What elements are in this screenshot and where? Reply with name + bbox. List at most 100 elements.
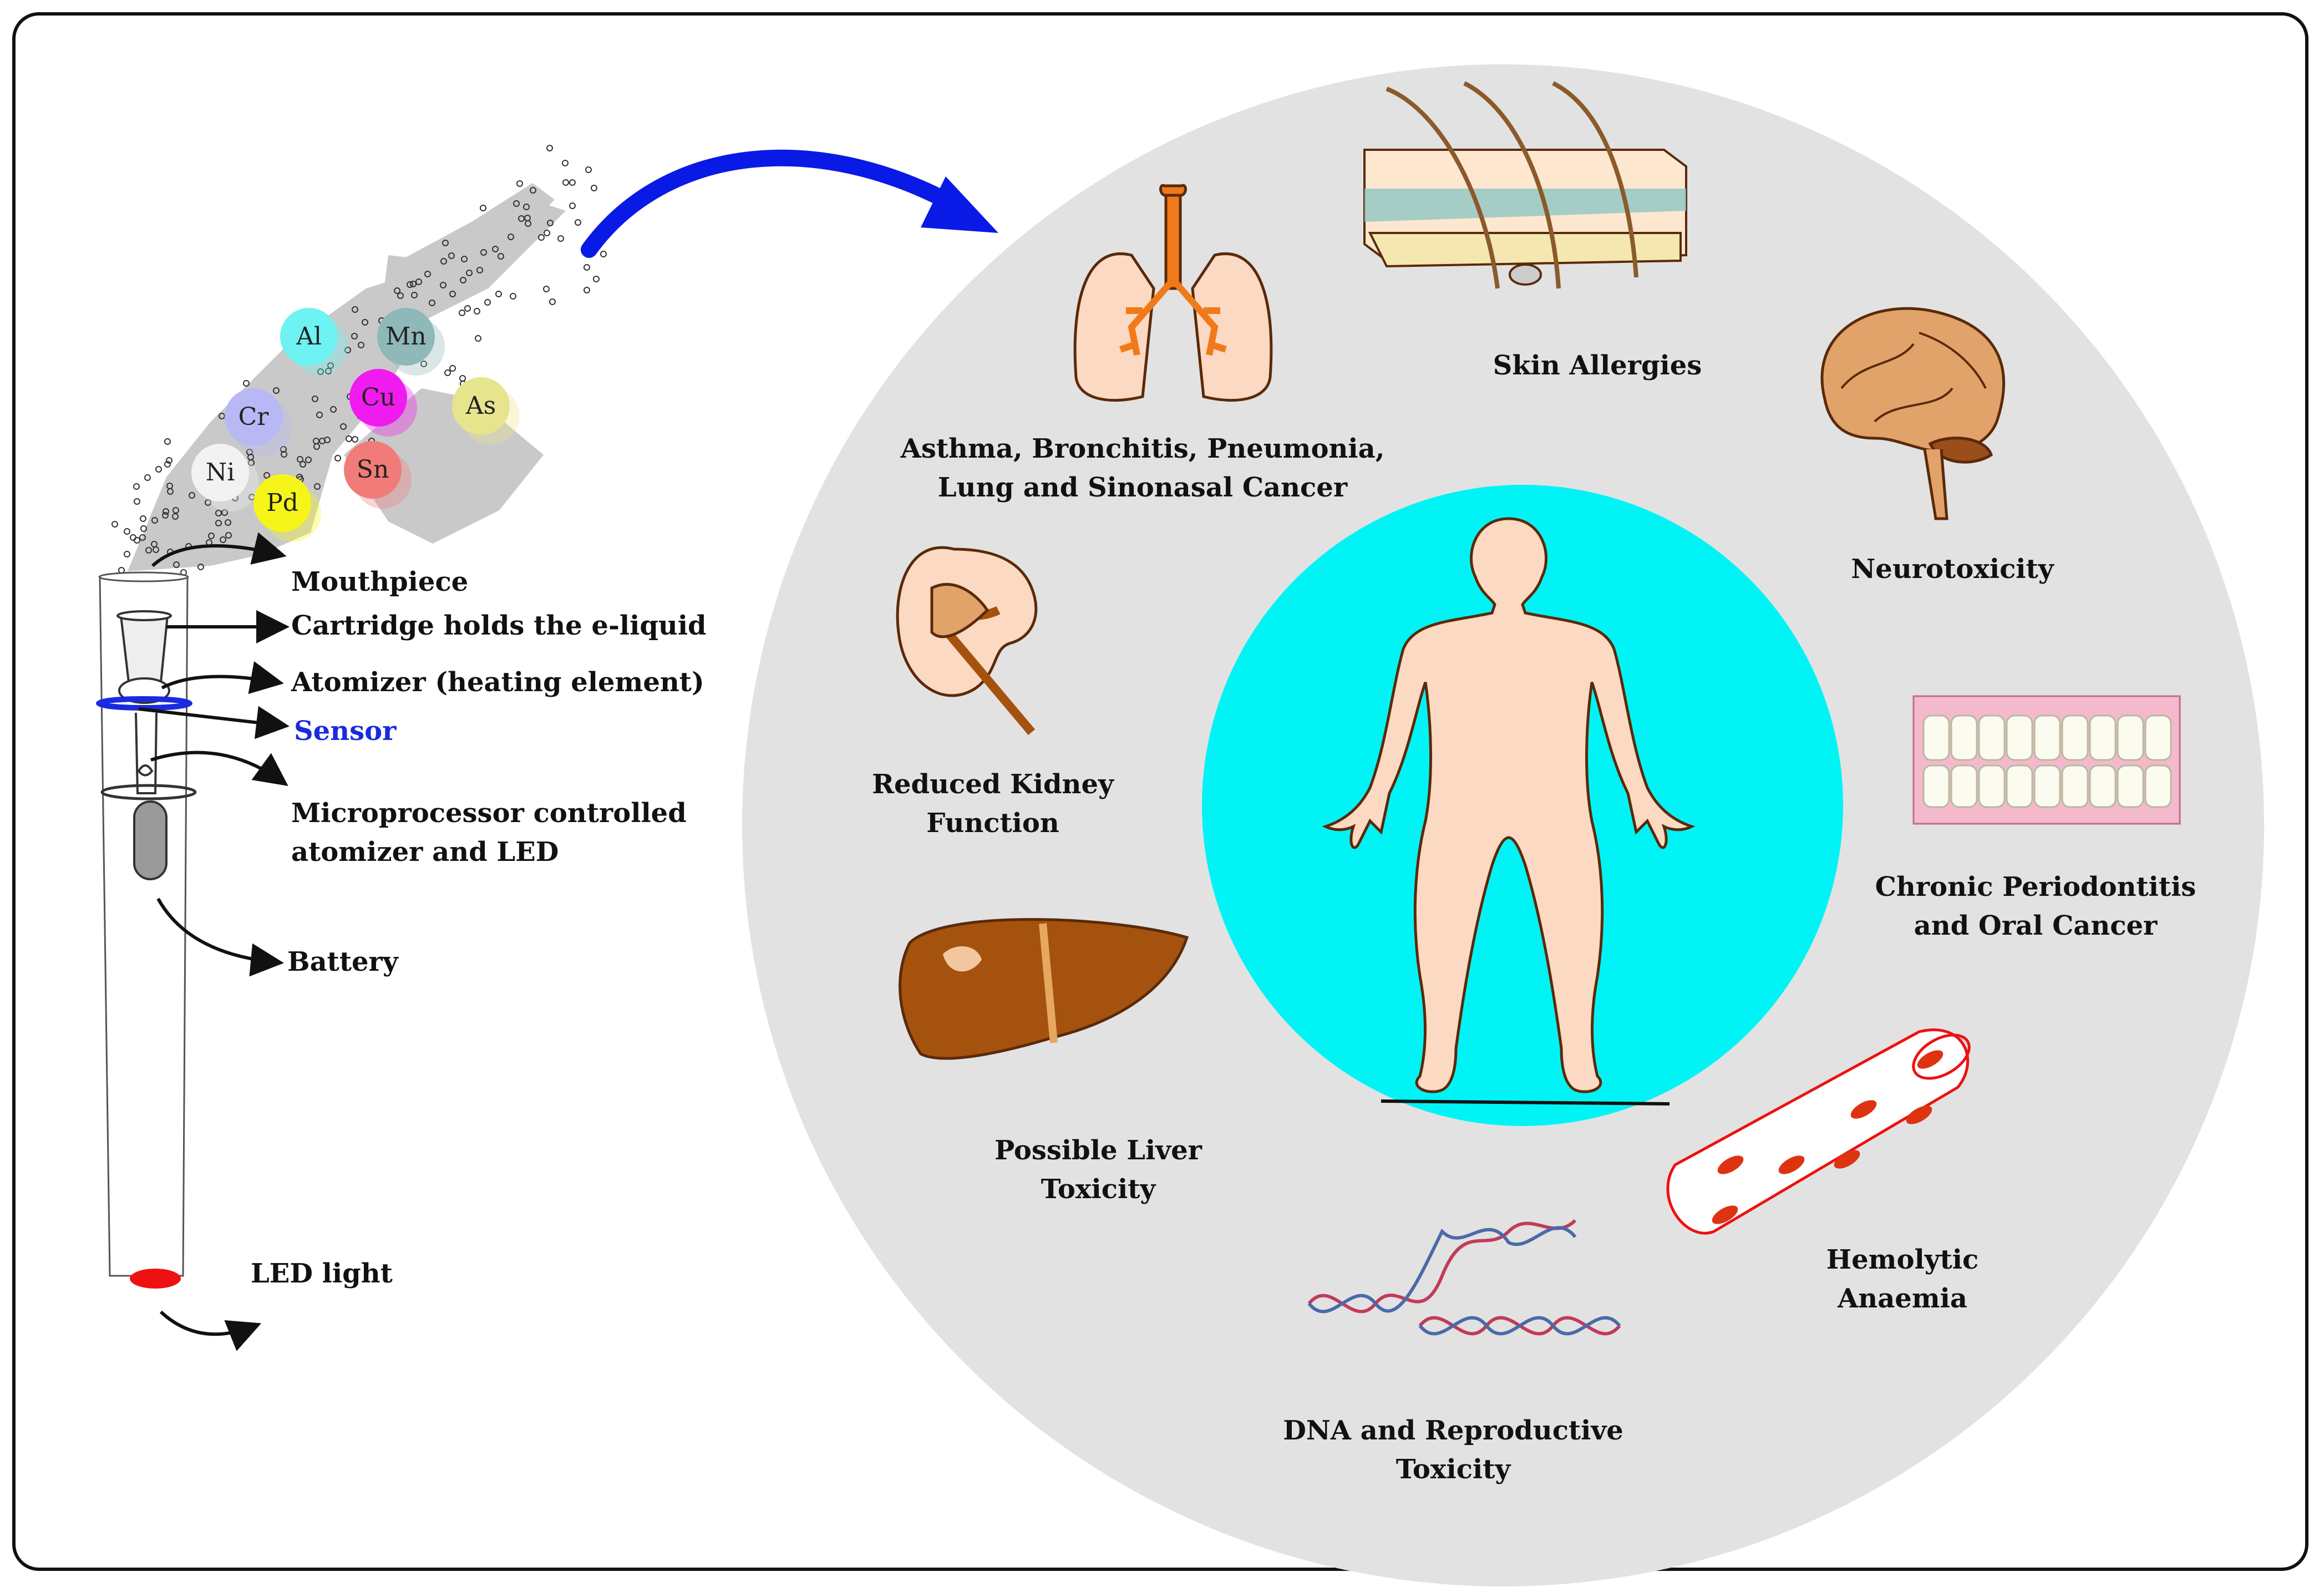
metal-mn: Mn <box>377 308 435 366</box>
vapor-dot <box>508 234 514 240</box>
vapor-dot <box>411 292 418 298</box>
vapor-dot <box>415 278 422 285</box>
vapor-dot <box>546 145 553 151</box>
vapor-dot <box>593 276 600 282</box>
vapor-dot <box>600 251 607 257</box>
metal-cu: Cu <box>349 369 407 427</box>
vapor-dot <box>208 533 215 539</box>
vapor-dot <box>225 519 231 526</box>
tooth <box>2061 714 2089 761</box>
blood-effects-line1: Hemolytic <box>1826 1244 1979 1275</box>
label-microprocessor-line2: atomizer and LED <box>291 836 559 868</box>
vapor-dot <box>220 536 226 543</box>
brain-effects-line1: Neurotoxicity <box>1851 554 2054 585</box>
vapor-dot <box>523 204 530 210</box>
metal-pd: Pd <box>253 474 311 532</box>
label-blood-effects: Hemolytic Anaemia <box>1725 1241 2080 1318</box>
label-led: LED light <box>251 1258 393 1289</box>
vapor-dot <box>492 246 499 252</box>
label-liver-effects: Possible Liver Toxicity <box>921 1132 1276 1209</box>
tooth <box>2144 764 2172 808</box>
teeth-effects-line1: Chronic Periodontitis <box>1875 871 2196 902</box>
vapor-dot <box>449 365 456 372</box>
kidney-effects-line1: Reduced Kidney <box>872 769 1114 800</box>
vapor-dot <box>394 287 400 294</box>
tooth <box>2144 714 2172 761</box>
vapor-dot <box>544 230 550 236</box>
label-arrows <box>138 532 290 1351</box>
vapor-dot <box>215 510 222 516</box>
vapor-dot <box>543 286 550 292</box>
vapor-dot <box>166 457 172 464</box>
metal-ni: Ni <box>191 444 249 501</box>
vapor-dot <box>334 455 341 462</box>
vapor-dot <box>362 319 368 326</box>
vapor-dot <box>444 369 451 376</box>
vapor-dot <box>327 362 334 369</box>
vapor-dot <box>440 282 446 288</box>
vapor-dot <box>498 253 504 260</box>
tooth <box>1922 714 1950 761</box>
tooth <box>1950 714 1978 761</box>
vapor-dot <box>351 333 358 339</box>
metal-sn: Sn <box>344 441 402 499</box>
vapor-dot <box>189 492 195 499</box>
tooth <box>2033 714 2061 761</box>
vapor-dot <box>583 287 590 293</box>
vapor-dot <box>205 499 211 506</box>
tooth <box>2089 764 2117 808</box>
vapor-dot <box>130 534 136 541</box>
vapor-dot <box>424 271 431 277</box>
vapor-dot <box>164 461 171 468</box>
vapor-dot <box>344 347 351 353</box>
label-dna-effects: DNA and Reproductive Toxicity <box>1254 1412 1653 1489</box>
vapor-dot <box>525 220 531 227</box>
vapor-dot <box>172 507 179 514</box>
vapor-dot <box>480 205 486 211</box>
vapor-dot <box>133 483 140 490</box>
vapor-dot <box>124 551 130 557</box>
metal-cr: Cr <box>225 388 282 446</box>
lung-effects-line2: Lung and Sinonasal Cancer <box>937 471 1348 503</box>
vapor-dot <box>475 335 481 342</box>
vapor-dot <box>162 512 169 519</box>
vapor-dot <box>173 561 180 568</box>
vapor-dot <box>316 412 323 418</box>
vapor-dot <box>243 380 250 387</box>
metal-al: Al <box>280 308 338 366</box>
vapor-dot <box>248 459 255 466</box>
vapor-dot <box>325 368 332 374</box>
vapor-dot <box>340 423 347 430</box>
blood-effects-line2: Anaemia <box>1838 1282 1967 1314</box>
vapor-dot <box>562 179 569 186</box>
teeth-icon <box>1912 695 2181 825</box>
lung-effects-line1: Asthma, Bronchitis, Pneumonia, <box>900 433 1385 464</box>
vapor-dot <box>140 515 146 522</box>
liver-effects-line1: Possible Liver <box>994 1135 1202 1166</box>
vapor-dot <box>480 249 487 256</box>
kidney-effects-line2: Function <box>926 807 1059 839</box>
vapor-dot <box>225 532 232 539</box>
dna-effects-line1: DNA and Reproductive <box>1283 1415 1623 1446</box>
vapor-dot <box>429 300 435 306</box>
label-lung-effects: Asthma, Bronchitis, Pneumonia, Lung and … <box>879 430 1406 507</box>
vapor-dot <box>319 438 326 444</box>
vapor-dot <box>221 509 228 516</box>
curved-arrow-icon <box>581 149 998 258</box>
tooth <box>1978 714 2006 761</box>
vapor-dot <box>300 461 306 468</box>
blood-vessel-icon <box>1666 1028 1971 1235</box>
vapor-dot <box>352 436 358 443</box>
vapor-dot <box>163 508 169 515</box>
tooth <box>2033 764 2061 808</box>
vapor-dot <box>466 270 473 276</box>
vapor-dot <box>513 200 520 207</box>
vapor-dot <box>197 564 204 570</box>
vapor-dot <box>139 534 146 541</box>
vapor-dot <box>440 258 447 265</box>
label-brain-effects: Neurotoxicity <box>1780 550 2124 589</box>
vapor-dot <box>312 396 318 402</box>
vapor-dot <box>420 361 427 367</box>
tooth <box>1978 764 2006 808</box>
label-atomizer: Atomizer (heating element) <box>291 667 704 698</box>
